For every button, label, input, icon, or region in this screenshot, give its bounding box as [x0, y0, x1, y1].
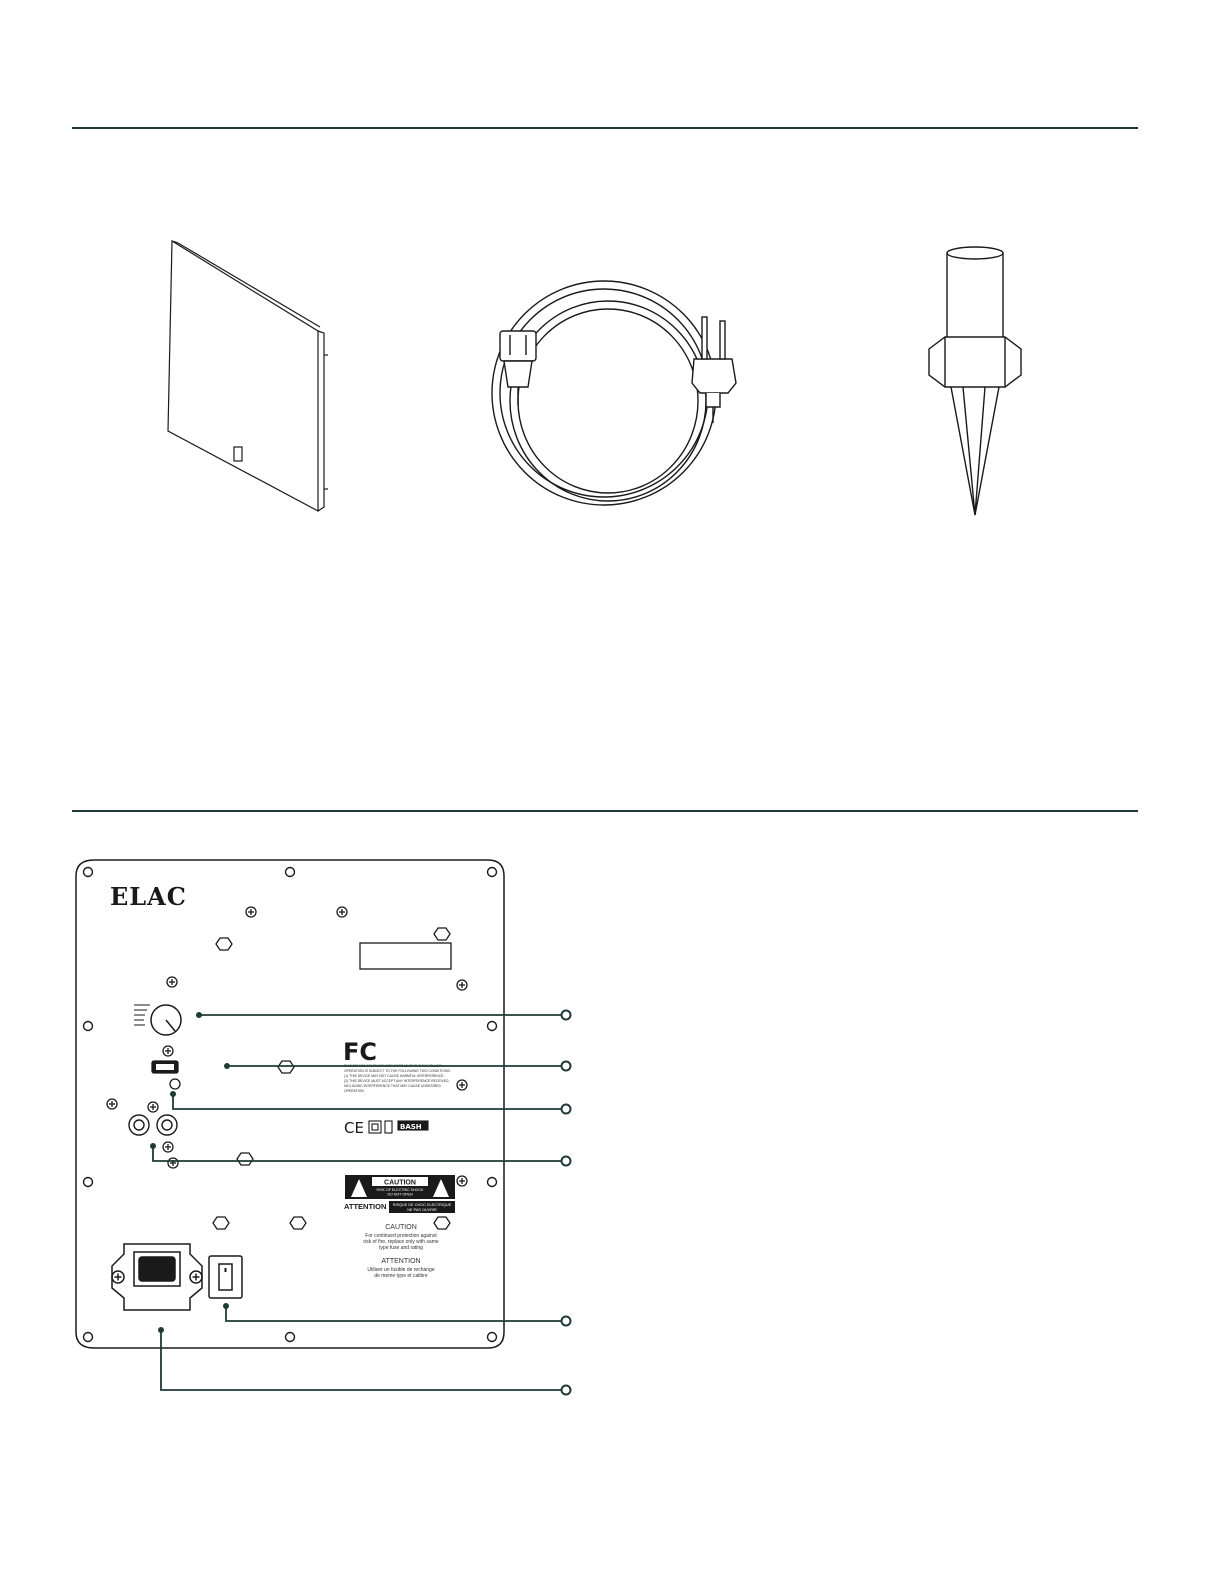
power-rocker-switch: [208, 1255, 243, 1299]
rca-input-callout: [560, 1155, 572, 1167]
volume-knob-callout: [560, 1009, 572, 1021]
svg-text:Utiliser un fusible de rechang: Utiliser un fusible de rechange: [367, 1267, 434, 1273]
svg-text:RISQUE DE CHOC ELECTRIQUE: RISQUE DE CHOC ELECTRIQUE: [393, 1203, 452, 1207]
middle-rule: [72, 810, 1138, 812]
rear-panel-diagram: ELAC FC THIS DEVICE COMPLIES WITH PART 1…: [75, 859, 572, 1396]
svg-text:risk of fire, replace only wit: risk of fire, replace only with same: [363, 1239, 439, 1245]
svg-text:de meme type et calibre: de meme type et calibre: [374, 1273, 428, 1279]
power-cord-icon: [491, 280, 737, 506]
screws: [106, 906, 468, 1187]
svg-text:type fuse and rating: type fuse and rating: [379, 1245, 423, 1251]
svg-text:(2) THIS DEVICE MUST ACCEPT AN: (2) THIS DEVICE MUST ACCEPT ANY INTERFER…: [344, 1079, 450, 1083]
ac-inlet-callout: [560, 1384, 572, 1396]
ac-power-inlet: [111, 1243, 203, 1311]
bash-logo: BASH: [400, 1123, 422, 1131]
hex-nuts: [212, 927, 451, 1230]
auto-mode-switch: [151, 1060, 179, 1074]
volume-knob: [134, 1004, 182, 1036]
serial-label-area: [359, 942, 452, 970]
power-switch-callout: [560, 1315, 572, 1327]
svg-text:CAUTION: CAUTION: [384, 1180, 416, 1187]
panel-outline: [75, 859, 505, 1349]
svg-text:RISK OF ELECTRIC SHOCK: RISK OF ELECTRIC SHOCK: [377, 1188, 425, 1192]
svg-text:ATTENTION: ATTENTION: [344, 1202, 386, 1211]
svg-text:DO NOT OPEN: DO NOT OPEN: [387, 1193, 412, 1197]
top-rule: [72, 127, 1138, 129]
mounting-holes: [82, 866, 498, 1343]
svg-text:(1) THIS DEVICE MAY NOT CAUSE: (1) THIS DEVICE MAY NOT CAUSE HARMFUL IN…: [344, 1074, 444, 1078]
elac-logo: ELAC: [110, 882, 187, 911]
svg-text:For continued protection again: For continued protection against: [365, 1233, 437, 1239]
grille-panel-icon: [167, 239, 328, 512]
fcc-statement: THIS DEVICE COMPLIES WITH PART 15 OF THE…: [344, 1064, 451, 1093]
rca-inputs: [128, 1114, 178, 1136]
svg-text:NE PAS OUVRIR: NE PAS OUVRIR: [407, 1208, 437, 1212]
callout-lines: [152, 1014, 562, 1391]
fuse-warning-text: CAUTION For continued protection against…: [363, 1224, 439, 1279]
caution-label: CAUTION RISK OF ELECTRIC SHOCK DO NOT OP…: [344, 1175, 455, 1213]
svg-text:CAUTION: CAUTION: [385, 1224, 417, 1231]
floor-spike-icon: [928, 246, 1022, 516]
svg-text:ATTENTION: ATTENTION: [381, 1258, 420, 1265]
svg-text:OPERATION IS SUBJECT TO THE FO: OPERATION IS SUBJECT TO THE FOLLOWING TW…: [344, 1069, 451, 1073]
led-callout: [560, 1103, 572, 1115]
svg-text:INCLUDING INTERFERENCE THAT MA: INCLUDING INTERFERENCE THAT MAY CAUSE UN…: [344, 1084, 441, 1088]
power-led: [169, 1078, 181, 1090]
certification-marks: [368, 1120, 429, 1134]
auto-switch-callout: [560, 1060, 572, 1072]
svg-text:OPERATION.: OPERATION.: [344, 1089, 365, 1093]
ce-mark: CE: [344, 1119, 364, 1137]
fcc-logo: FC: [343, 1038, 377, 1066]
